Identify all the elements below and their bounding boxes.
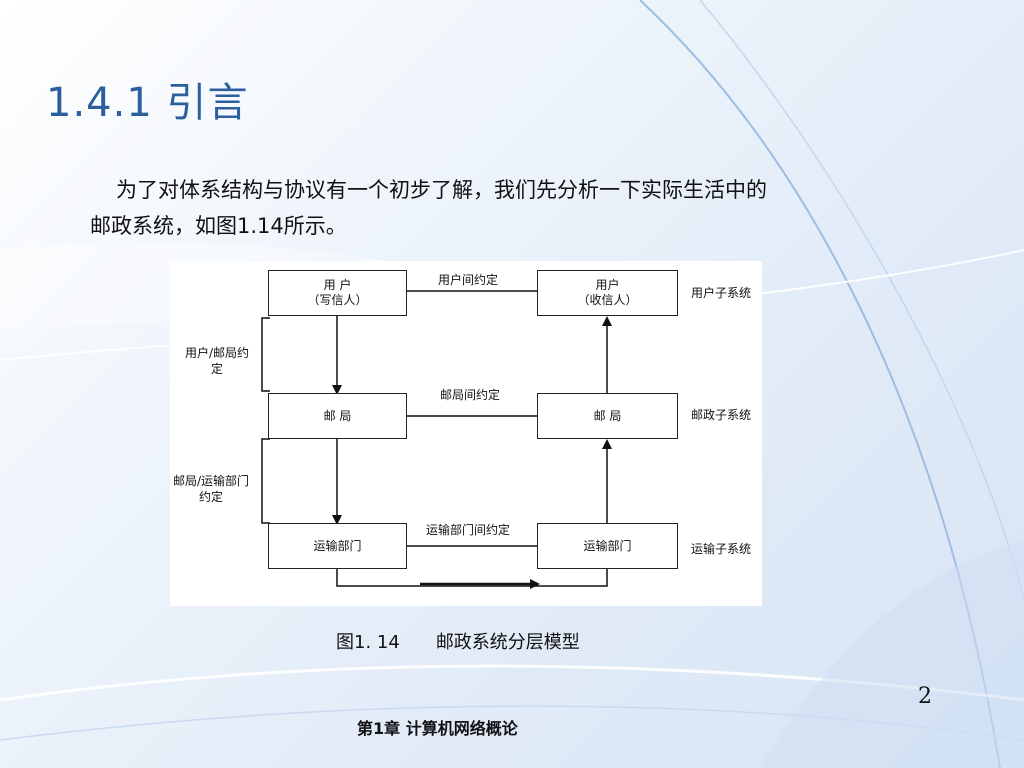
sender-user-box: 用 户 （写信人） (268, 270, 407, 316)
user-subsystem-label: 用户子系统 (691, 286, 752, 300)
transport-peer-agreement-label: 运输部门间约定 (426, 523, 511, 537)
slide-title: 1.4.1 引言 (46, 80, 249, 126)
sender-transport-box: 运输部门 (268, 523, 407, 569)
sender-post-office-label: 邮 局 (323, 408, 352, 423)
background-curve (699, 0, 1024, 601)
receiver-user-name: 用户 (595, 278, 620, 292)
intro-paragraph: 为了对体系结构与协议有一个初步了解，我们先分析一下实际生活中的邮政系统，如图1.… (90, 178, 767, 238)
user-peer-agreement-label: 用户间约定 (438, 273, 499, 287)
sender-user-role: （写信人） (307, 293, 368, 307)
post-transport-agreement-label: 邮局/运输部门 约定 (173, 473, 249, 505)
user-post-agreement-line1: 用户/邮局约 (185, 346, 250, 360)
background-sweep (760, 540, 1024, 768)
figure-caption: 图1. 14 邮政系统分层模型 (336, 628, 580, 654)
post-peer-agreement-label: 邮局间约定 (440, 388, 501, 402)
diagram-panel: 用 户 （写信人） 邮 局 运输部门 用户 （收信人） 邮 局 运输部门 用户间… (170, 261, 762, 606)
page-number: 2 (918, 684, 932, 709)
receiver-transport-box: 运输部门 (537, 523, 678, 569)
post-transport-agreement-line1: 邮局/运输部门 (173, 474, 250, 488)
transport-path (336, 569, 608, 587)
postal-diagram-lines (261, 290, 612, 589)
receiver-transport-label: 运输部门 (583, 538, 632, 553)
post-transport-agreement-line2: 约定 (199, 490, 224, 504)
receiver-user-box: 用户 （收信人） (537, 270, 678, 316)
sender-post-office-box: 邮 局 (268, 393, 407, 439)
figure-caption-number: 图1. 14 (336, 632, 400, 653)
bracket-post-transport (261, 438, 270, 524)
transport-subsystem-label: 运输子系统 (691, 542, 752, 556)
bracket-user-post (261, 317, 270, 392)
receiver-post-office-label: 邮 局 (593, 408, 622, 423)
figure-caption-title: 邮政系统分层模型 (435, 632, 580, 653)
chapter-footer: 第1章 计算机网络概论 (357, 719, 518, 738)
receiver-post-office-box: 邮 局 (537, 393, 678, 439)
post-subsystem-label: 邮政子系统 (691, 408, 752, 422)
receiver-user-role: （收信人） (577, 293, 638, 307)
sender-transport-label: 运输部门 (313, 538, 362, 553)
user-post-agreement-line2: 定 (211, 362, 224, 376)
sender-user-name: 用 户 (323, 278, 352, 292)
user-post-agreement-label: 用户/邮局约 定 (185, 345, 249, 377)
